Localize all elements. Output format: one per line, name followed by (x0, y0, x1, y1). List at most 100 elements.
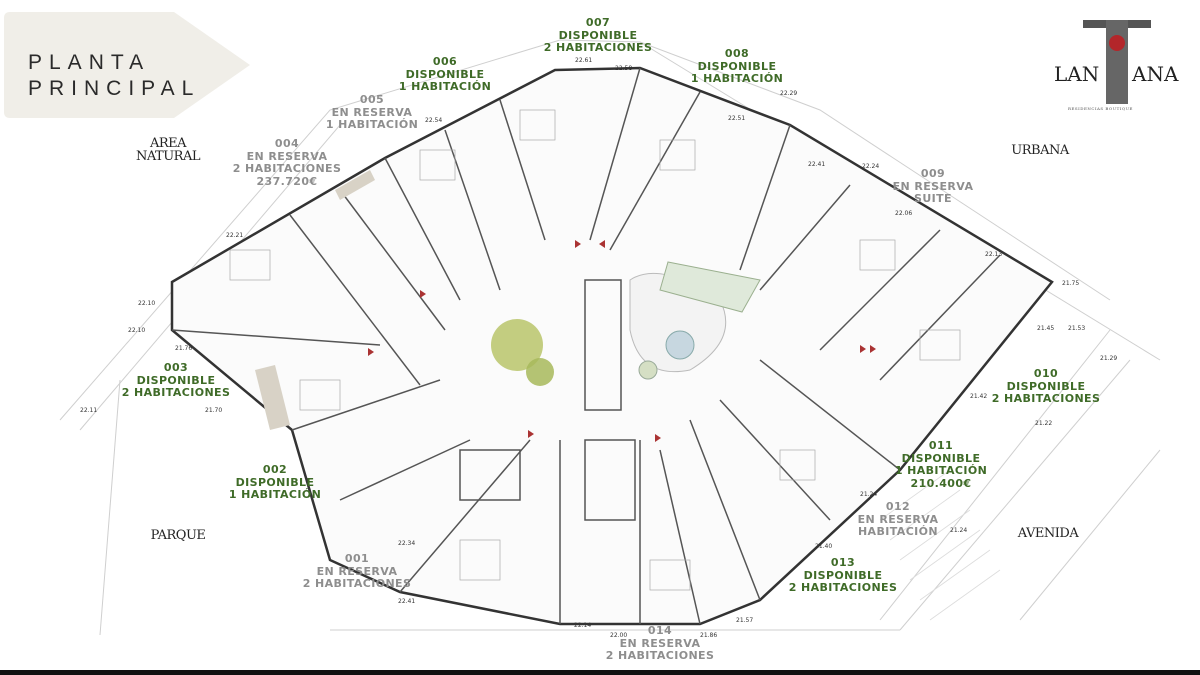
unit-id: 012 (885, 500, 911, 513)
logo-text-left: LAN (1054, 62, 1100, 86)
unit-status: EN RESERVA (619, 636, 701, 650)
interior-walls (171, 67, 1001, 625)
title-line-2: PRINCIPAL (28, 77, 201, 100)
banner-shape (4, 12, 250, 118)
level-mark: 22.24 (862, 163, 879, 170)
parking-lines (879, 469, 1001, 621)
unit-type: 1 HABITACIÓN (325, 118, 419, 131)
unit-id: 001 (344, 552, 370, 565)
unit-type: 2 HABITACIONES (788, 581, 898, 594)
unit-type: 2 HABITACIONES (543, 41, 653, 54)
unit-type: 2 HABITACIONES (991, 392, 1101, 405)
level-mark: 22.13 (985, 251, 1002, 258)
unit-status: DISPONIBLE (803, 568, 883, 582)
level-mark: 22.06 (895, 210, 912, 217)
level-mark: 21.70 (205, 407, 222, 414)
level-mark: 21.24 (860, 491, 877, 498)
level-mark: 21.75 (1062, 280, 1079, 287)
unit-status: DISPONIBLE (1006, 379, 1086, 393)
unit-status: DISPONIBLE (136, 373, 216, 387)
unit-type: 1 HABITACIÓN (228, 488, 322, 501)
unit-status: DISPONIBLE (405, 67, 485, 81)
level-mark: 22.61 (575, 57, 592, 64)
unit-010-label[interactable]: 010 DISPONIBLE 2 HABITACIONES (991, 367, 1101, 406)
unit-status: EN RESERVA (892, 179, 974, 193)
unit-status: EN RESERVA (246, 149, 328, 163)
level-mark: 21.53 (1068, 325, 1085, 332)
level-mark: 22.10 (138, 300, 155, 307)
level-mark: 21.40 (815, 543, 832, 550)
terrace (255, 365, 290, 430)
unit-id: 008 (724, 47, 750, 60)
tree-icon (491, 319, 543, 371)
level-mark: 21.57 (736, 617, 753, 624)
area-urbana-label: URBANA (1011, 143, 1069, 158)
unit-type: 2 HABITACIONES (232, 162, 342, 175)
level-mark: 22.21 (226, 232, 243, 239)
logo-tagline: RESIDENCIAS BOUTIQUE (1068, 106, 1133, 111)
logo-text-right: ANA (1132, 62, 1179, 86)
unit-status: EN RESERVA (331, 105, 413, 119)
title-banner: PLANTA PRINCIPAL (4, 12, 250, 118)
level-mark: 21.76 (175, 345, 192, 352)
level-mark: 21.42 (970, 393, 987, 400)
unit-003-label[interactable]: 003 DISPONIBLE 2 HABITACIONES (121, 361, 231, 400)
area-natural-line-1: AREA (149, 136, 187, 151)
unit-006-label[interactable]: 006 DISPONIBLE 1 HABITACIÓN (398, 55, 492, 94)
unit-id: 006 (432, 55, 458, 68)
level-mark: 22.10 (128, 327, 145, 334)
unit-id: 009 (920, 167, 946, 180)
title-line-1: PLANTA (28, 51, 151, 74)
unit-002-label[interactable]: 002 DISPONIBLE 1 HABITACIÓN (228, 463, 322, 502)
unit-012-label[interactable]: 012 EN RESERVA HABITACIÓN (858, 500, 939, 539)
unit-id: 007 (585, 16, 611, 29)
planter (659, 261, 761, 313)
unit-001-label[interactable]: 001 EN RESERVA 2 HABITACIONES (302, 552, 412, 591)
unit-004-label[interactable]: 004 EN RESERVA 2 HABITACIONES 237.720€ (232, 137, 342, 188)
level-mark: 22.41 (398, 598, 415, 605)
unit-013-label[interactable]: 013 DISPONIBLE 2 HABITACIONES (788, 556, 898, 595)
level-mark: 21.29 (1100, 355, 1117, 362)
level-mark: 22.29 (780, 90, 797, 97)
tree-icon (638, 360, 658, 380)
unit-price: 210.400€ (910, 476, 972, 490)
unit-005-label[interactable]: 005 EN RESERVA 1 HABITACIÓN (325, 93, 419, 132)
bottom-border (0, 670, 1200, 675)
page-title: PLANTA PRINCIPAL (28, 50, 200, 102)
level-mark: 22.58 (615, 65, 632, 72)
unit-id: 013 (830, 556, 856, 569)
unit-id: 005 (359, 93, 385, 106)
unit-type: 2 HABITACIONES (121, 386, 231, 399)
tree-icon (665, 330, 695, 360)
level-mark: 21.22 (1035, 420, 1052, 427)
unit-type: 1 HABITACIÓN (398, 80, 492, 93)
unit-type: 2 HABITACIONES (302, 577, 412, 590)
unit-008-label[interactable]: 008 DISPONIBLE 1 HABITACIÓN (691, 47, 783, 86)
level-mark: 22.41 (808, 161, 825, 168)
unit-011-label[interactable]: 011 DISPONIBLE 1 HABITACIÓN 210.400€ (894, 439, 988, 490)
lantana-logo: LAN ANA RESIDENCIAS BOUTIQUE (1054, 18, 1184, 113)
logo-monogram (1083, 20, 1151, 104)
level-mark: 21.24 (950, 527, 967, 534)
unit-type: 1 HABITACIÓN (894, 464, 988, 477)
unit-009-label[interactable]: 009 EN RESERVA SUITE (892, 167, 974, 206)
level-mark: 22.34 (398, 540, 415, 547)
area-avenida-label: AVENIDA (1017, 526, 1079, 541)
unit-id: 003 (163, 361, 189, 374)
terrace (335, 170, 375, 200)
unit-status: DISPONIBLE (901, 451, 981, 465)
unit-id: 004 (274, 137, 300, 150)
unit-status: EN RESERVA (316, 564, 398, 578)
unit-007-label[interactable]: 007 DISPONIBLE 2 HABITACIONES (543, 16, 653, 55)
level-mark: 22.11 (80, 407, 97, 414)
room-details (229, 109, 961, 591)
level-marks: 22.61 22.58 22.54 22.51 22.29 22.41 22.2… (80, 57, 1117, 639)
unit-status: DISPONIBLE (558, 28, 638, 42)
unit-id: 011 (928, 439, 954, 452)
tree-icon (526, 358, 554, 386)
level-mark: 22.54 (425, 117, 442, 124)
area-parque-label: PARQUE (150, 528, 206, 543)
unit-price: 237.720€ (256, 174, 318, 188)
unit-014-label[interactable]: 014 EN RESERVA 2 HABITACIONES (606, 624, 715, 663)
